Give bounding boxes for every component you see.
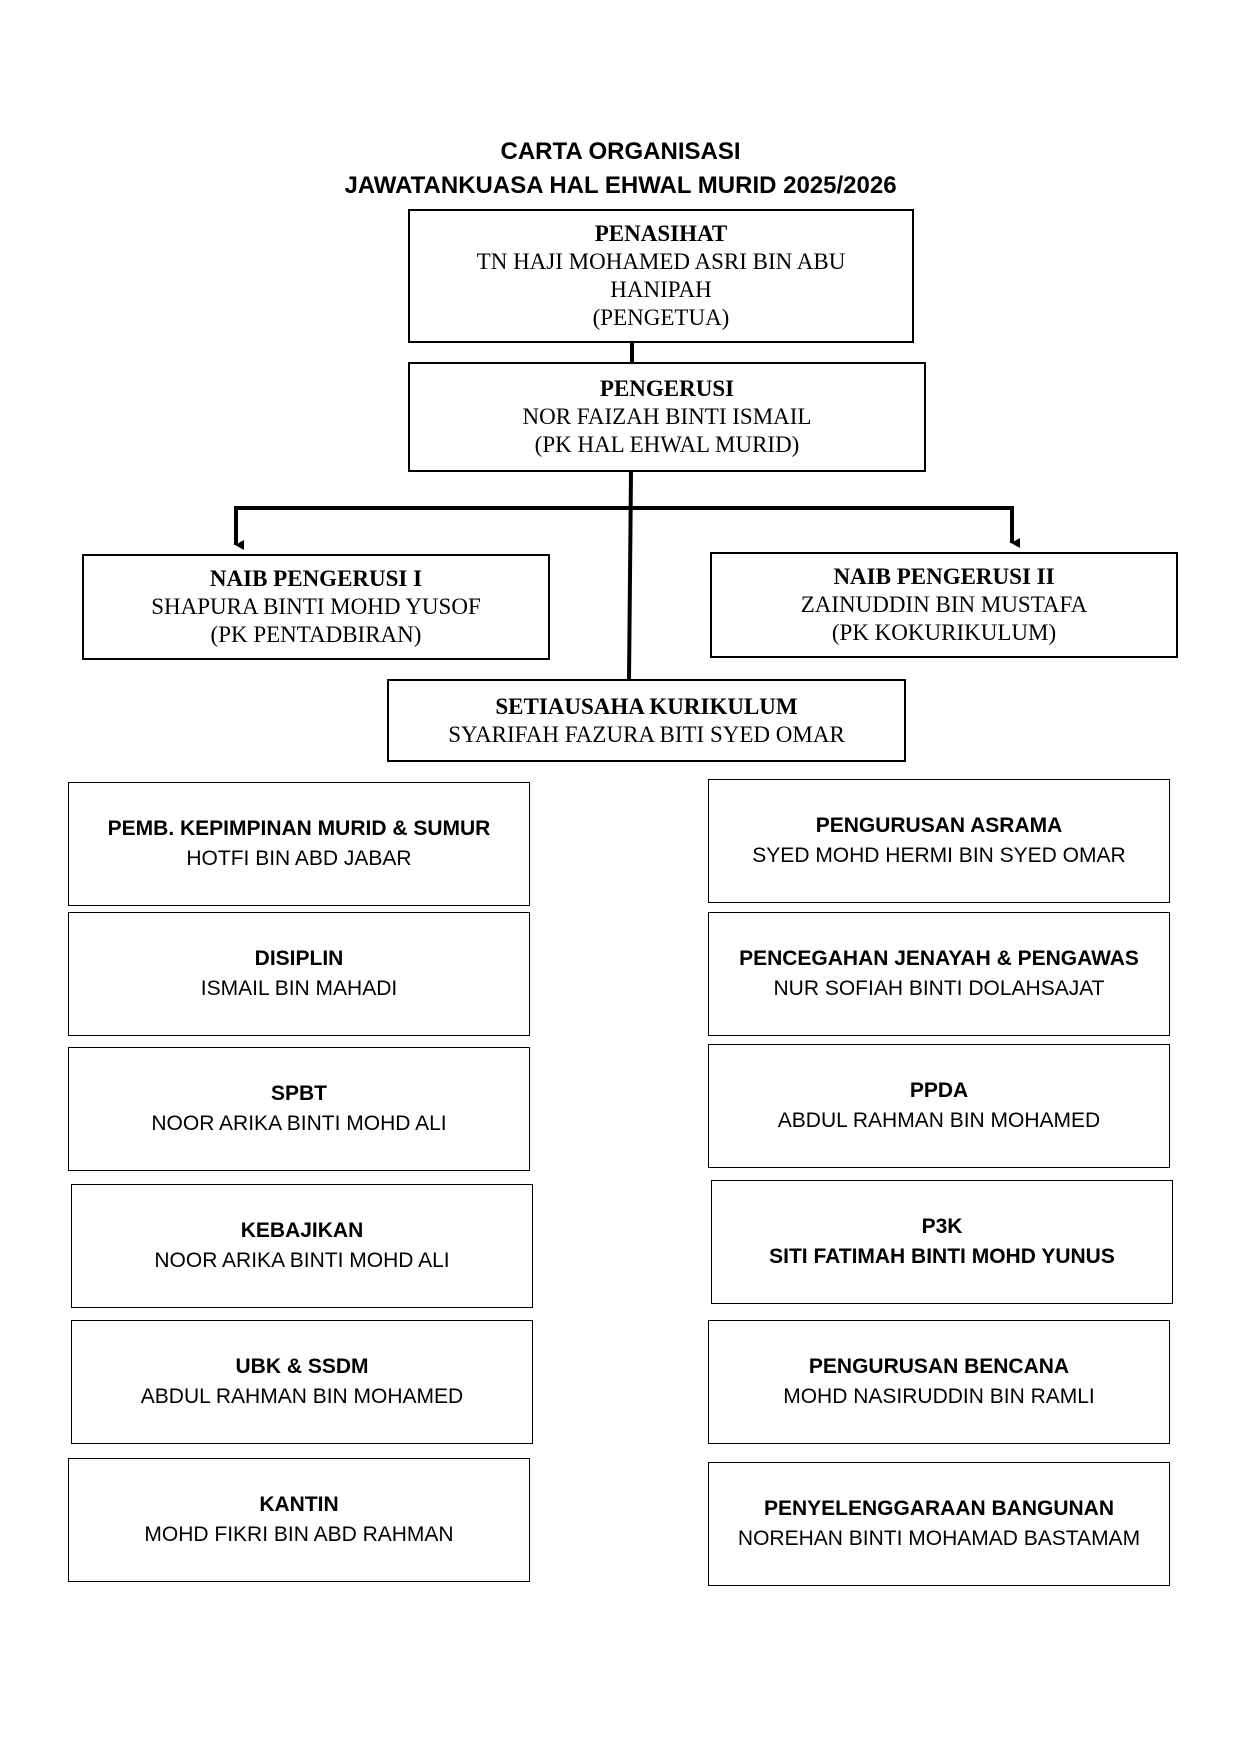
penasihat-box: PENASIHAT TN HAJI MOHAMED ASRI BIN ABU H…	[408, 209, 914, 343]
unit-name: HOTFI BIN ABD JABAR	[186, 847, 412, 870]
unit-name: NOOR ARIKA BINTI MOHD ALI	[151, 1112, 447, 1135]
naib1-role: NAIB PENGERUSI I	[209, 566, 423, 591]
unit-role: SPBT	[270, 1082, 327, 1105]
unit-name: ISMAIL BIN MAHADI	[200, 977, 398, 1000]
pengerusi-name: NOR FAIZAH BINTI ISMAIL	[522, 404, 812, 429]
unit-box-right-4: P3K SITI FATIMAH BINTI MOHD YUNUS	[711, 1180, 1173, 1304]
unit-box-right-1: PENGURUSAN ASRAMA SYED MOHD HERMI BIN SY…	[708, 779, 1170, 903]
unit-box-left-5: UBK & SSDM ABDUL RAHMAN BIN MOHAMED	[71, 1320, 533, 1444]
unit-role: PENCEGAHAN JENAYAH & PENGAWAS	[739, 947, 1139, 970]
penasihat-name-line1: TN HAJI MOHAMED ASRI BIN ABU	[476, 249, 846, 274]
naib2-role: NAIB PENGERUSI II	[833, 564, 1055, 589]
unit-role: PENGURUSAN BENCANA	[808, 1355, 1070, 1378]
unit-box-right-3: PPDA ABDUL RAHMAN BIN MOHAMED	[708, 1044, 1170, 1168]
naib2-name: ZAINUDDIN BIN MUSTAFA	[800, 592, 1088, 617]
setiausaha-name: SYARIFAH FAZURA BITI SYED OMAR	[448, 721, 845, 747]
unit-role: PEMB. KEPIMPINAN MURID & SUMUR	[107, 817, 491, 840]
unit-name: NUR SOFIAH BINTI DOLAHSAJAT	[773, 977, 1105, 1000]
unit-role: KANTIN	[259, 1493, 339, 1516]
unit-name: SITI FATIMAH BINTI MOHD YUNUS	[769, 1245, 1115, 1268]
unit-name: MOHD FIKRI BIN ABD RAHMAN	[144, 1523, 454, 1546]
unit-role: PENGURUSAN ASRAMA	[815, 814, 1063, 837]
setiausaha-box: SETIAUSAHA KURIKULUM SYARIFAH FAZURA BIT…	[387, 679, 906, 762]
naib-pengerusi-1-box: NAIB PENGERUSI I SHAPURA BINTI MOHD YUSO…	[82, 554, 550, 660]
unit-role: PPDA	[909, 1079, 969, 1102]
unit-box-right-6: PENYELENGGARAAN BANGUNAN NOREHAN BINTI M…	[708, 1462, 1170, 1586]
unit-box-right-5: PENGURUSAN BENCANA MOHD NASIRUDDIN BIN R…	[708, 1320, 1170, 1444]
line-pengerusi-setiausaha	[627, 471, 633, 682]
setiausaha-role: SETIAUSAHA KURIKULUM	[495, 693, 798, 719]
penasihat-name-line2: HANIPAH	[610, 277, 712, 302]
pengerusi-role: PENGERUSI	[599, 376, 735, 401]
unit-box-left-4: KEBAJIKAN NOOR ARIKA BINTI MOHD ALI	[71, 1184, 533, 1308]
unit-name: ABDUL RAHMAN BIN MOHAMED	[777, 1109, 1101, 1132]
unit-box-left-2: DISIPLIN ISMAIL BIN MAHADI	[68, 912, 530, 1036]
unit-role: KEBAJIKAN	[240, 1219, 364, 1242]
penasihat-position: (PENGETUA)	[592, 305, 730, 330]
unit-name: MOHD NASIRUDDIN BIN RAMLI	[783, 1385, 1095, 1408]
naib2-position: (PK KOKURIKULUM)	[831, 620, 1057, 645]
pengerusi-box: PENGERUSI NOR FAIZAH BINTI ISMAIL (PK HA…	[408, 362, 926, 472]
pengerusi-position: (PK HAL EHWAL MURID)	[534, 432, 800, 457]
unit-role: DISIPLIN	[254, 947, 344, 970]
naib1-name: SHAPURA BINTI MOHD YUSOF	[151, 594, 481, 619]
unit-box-right-2: PENCEGAHAN JENAYAH & PENGAWAS NUR SOFIAH…	[708, 912, 1170, 1036]
unit-box-left-3: SPBT NOOR ARIKA BINTI MOHD ALI	[68, 1047, 530, 1171]
unit-box-left-1: PEMB. KEPIMPINAN MURID & SUMUR HOTFI BIN…	[68, 782, 530, 906]
chart-title-line2: JAWATANKUASA HAL EHWAL MURID 2025/2026	[344, 172, 897, 199]
unit-role: UBK & SSDM	[235, 1355, 369, 1378]
unit-role: PENYELENGGARAAN BANGUNAN	[763, 1497, 1115, 1520]
unit-role: P3K	[921, 1215, 963, 1238]
penasihat-role: PENASIHAT	[594, 221, 728, 246]
unit-name: NOOR ARIKA BINTI MOHD ALI	[154, 1249, 450, 1272]
unit-name: SYED MOHD HERMI BIN SYED OMAR	[752, 844, 1126, 867]
chart-title-line1: CARTA ORGANISASI	[500, 138, 741, 165]
unit-box-left-6: KANTIN MOHD FIKRI BIN ABD RAHMAN	[68, 1458, 530, 1582]
naib-pengerusi-2-box: NAIB PENGERUSI II ZAINUDDIN BIN MUSTAFA …	[710, 552, 1178, 658]
unit-name: NOREHAN BINTI MOHAMAD BASTAMAM	[737, 1527, 1141, 1550]
unit-name: ABDUL RAHMAN BIN MOHAMED	[140, 1385, 464, 1408]
naib1-position: (PK PENTADBIRAN)	[210, 622, 422, 647]
